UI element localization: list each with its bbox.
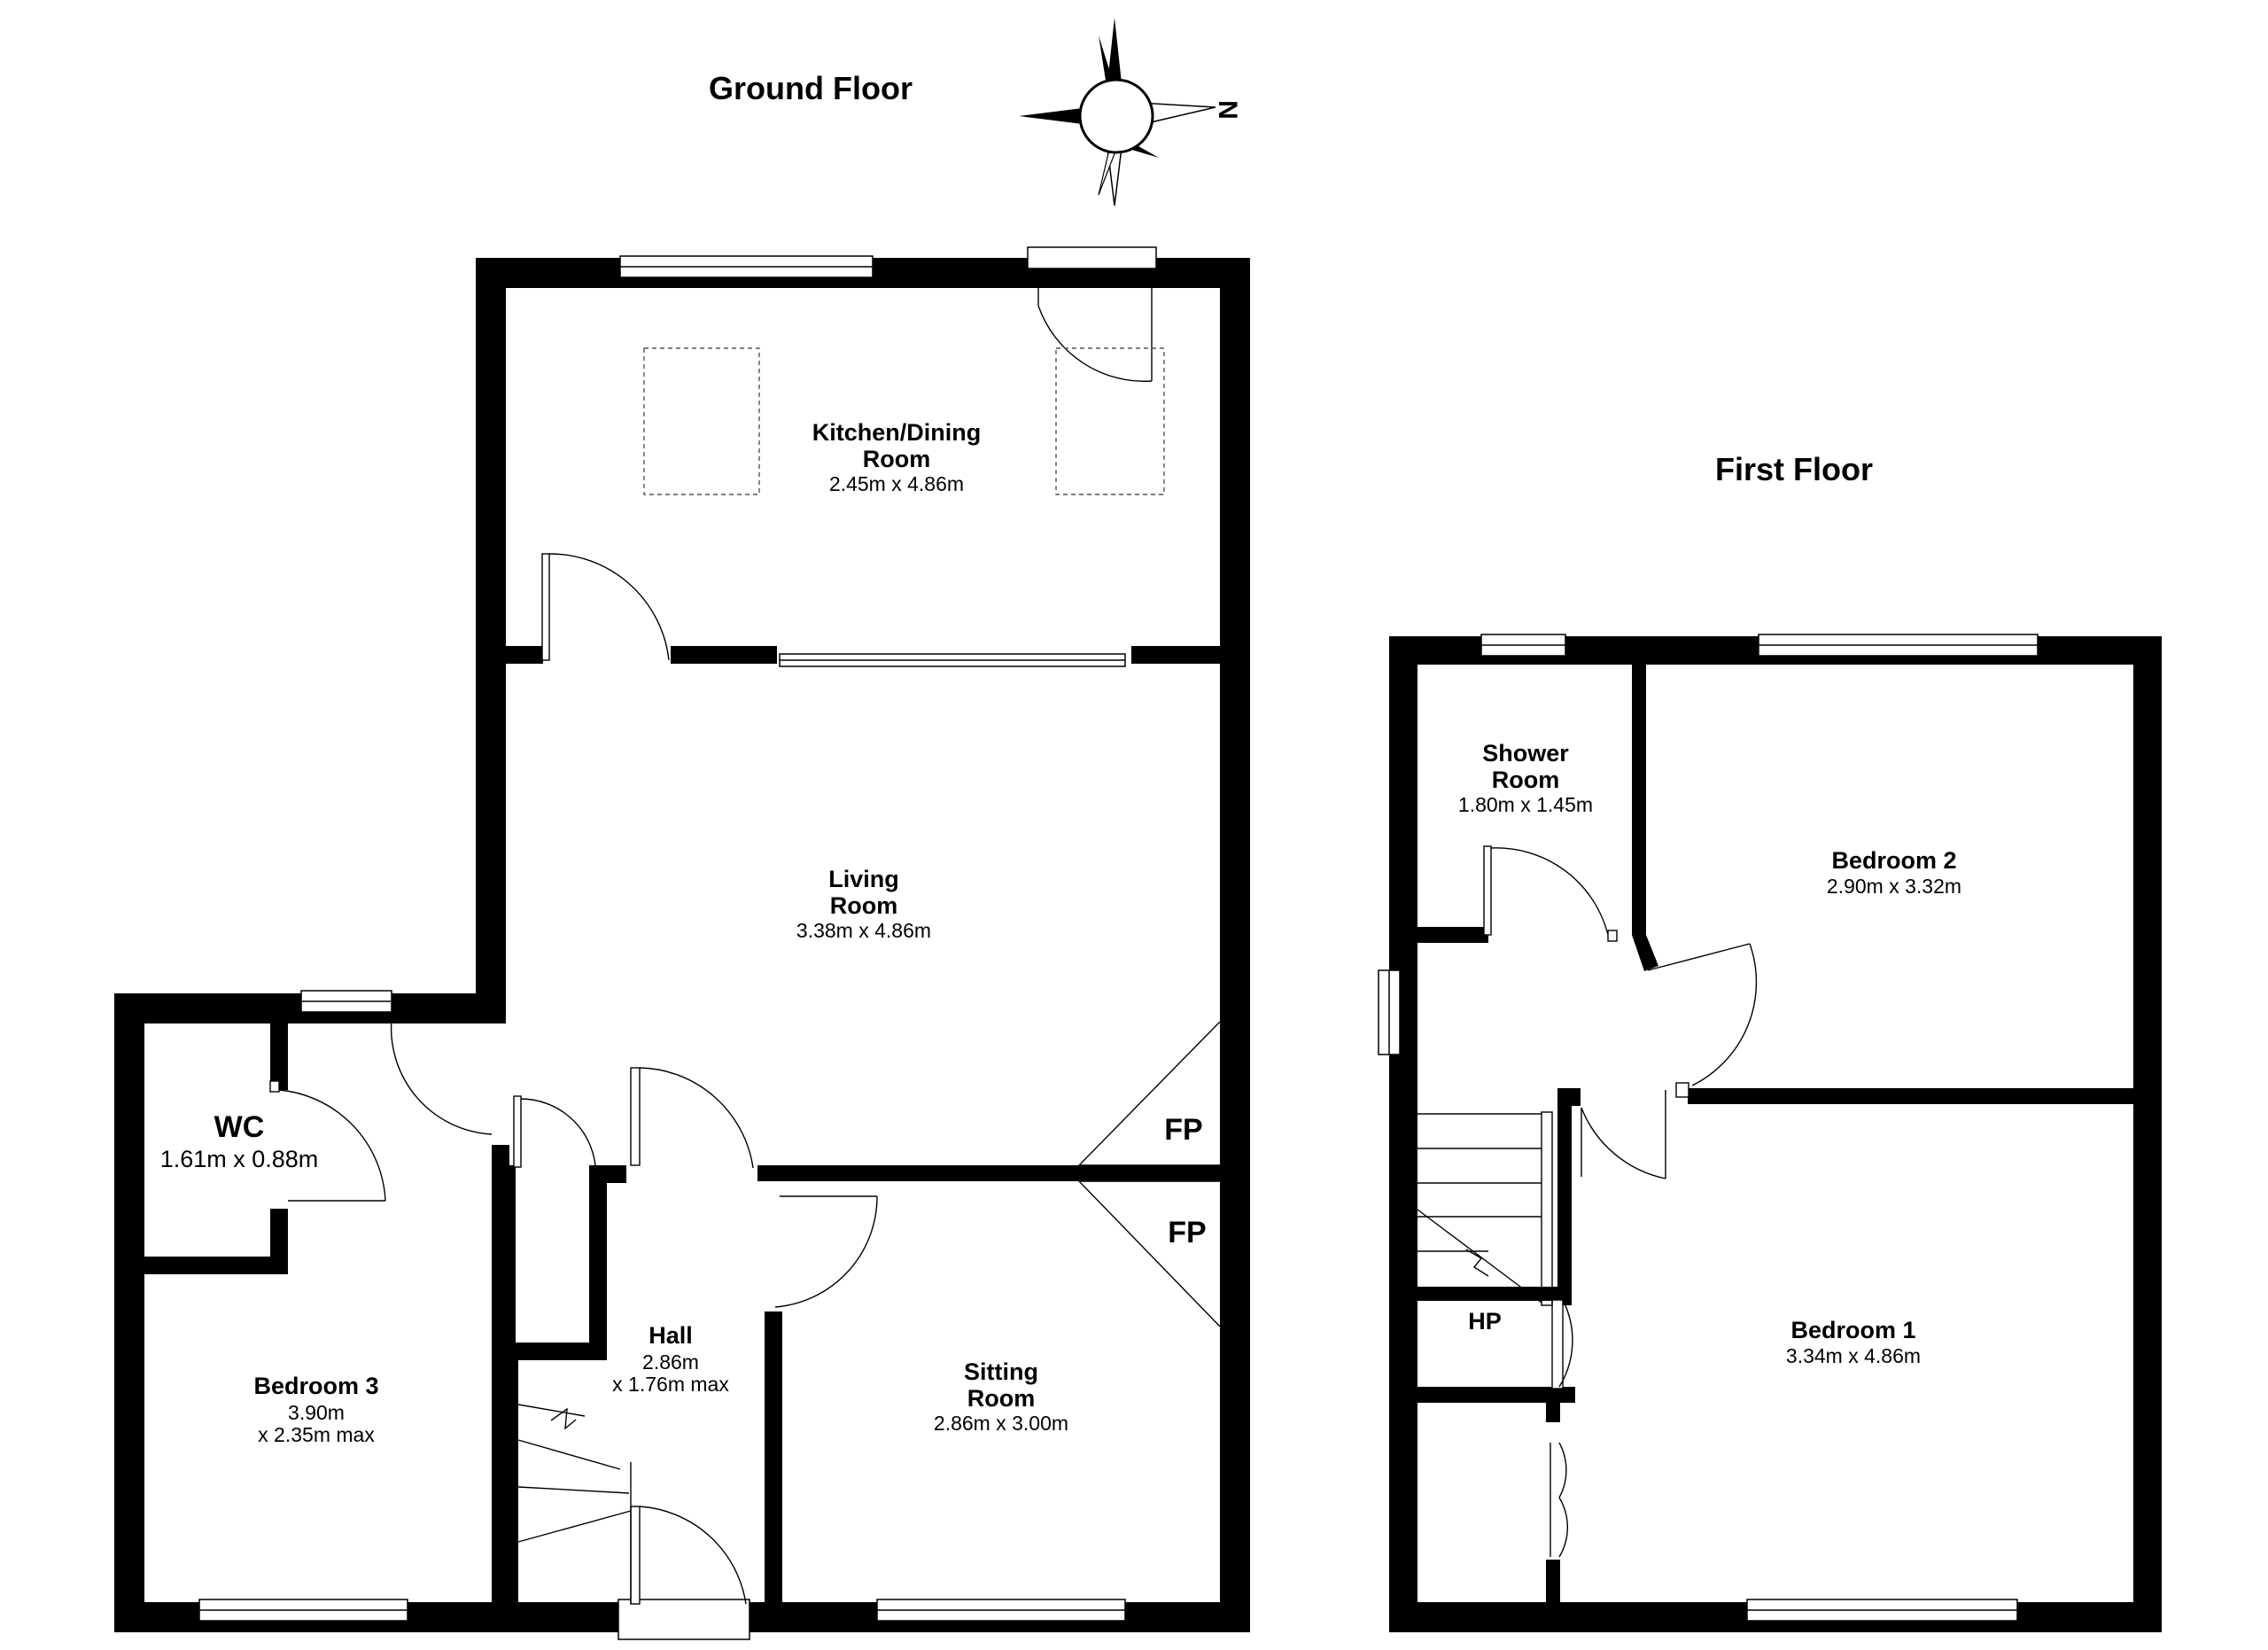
- svg-text:Bedroom 2: Bedroom 2: [1831, 847, 1956, 874]
- fireplace-living: [1077, 1021, 1221, 1166]
- room-kitchen-dining: Kitchen/Dining Room 2.45m x 4.86m: [812, 419, 982, 495]
- svg-text:2.86m: 2.86m: [642, 1350, 699, 1374]
- room-hall: Hall 2.86m x 1.76m max: [612, 1322, 729, 1396]
- first-floor-stairs: [1417, 1111, 1553, 1306]
- svg-text:x 1.76m max: x 1.76m max: [612, 1373, 729, 1396]
- fireplace-sitting-label: FP: [1168, 1216, 1206, 1249]
- heat-pump-label: HP: [1468, 1308, 1502, 1335]
- svg-text:Hall: Hall: [649, 1322, 693, 1349]
- svg-text:Shower: Shower: [1482, 740, 1569, 767]
- svg-text:WC: WC: [214, 1110, 265, 1144]
- svg-text:Bedroom 1: Bedroom 1: [1790, 1317, 1915, 1343]
- skylight-right: [1055, 347, 1165, 495]
- svg-text:3.38m x 4.86m: 3.38m x 4.86m: [796, 919, 931, 942]
- svg-text:Room: Room: [967, 1385, 1036, 1412]
- fireplace-living-label: FP: [1164, 1113, 1202, 1147]
- svg-text:Kitchen/Dining: Kitchen/Dining: [812, 419, 982, 446]
- svg-text:Living: Living: [828, 866, 899, 892]
- svg-text:x 2.35m max: x 2.35m max: [258, 1423, 375, 1446]
- svg-text:2.86m x 3.00m: 2.86m x 3.00m: [934, 1412, 1068, 1435]
- fireplace-sitting: [1077, 1180, 1221, 1327]
- svg-text:1.80m x 1.45m: 1.80m x 1.45m: [1458, 793, 1593, 816]
- first-floor-heading: First Floor: [1715, 451, 1873, 487]
- skylight-left: [643, 347, 760, 495]
- svg-text:2.45m x 4.86m: 2.45m x 4.86m: [829, 472, 964, 495]
- first-floor-walls: [1389, 636, 2162, 1632]
- ground-floor-stairs: [517, 1404, 632, 1604]
- svg-text:2.90m x 3.32m: 2.90m x 3.32m: [1827, 875, 1961, 898]
- svg-text:Room: Room: [830, 892, 898, 919]
- ground-floor-windows: [198, 246, 1157, 1640]
- svg-text:1.61m x 0.88m: 1.61m x 0.88m: [160, 1146, 319, 1172]
- svg-text:3.90m: 3.90m: [288, 1401, 345, 1424]
- ground-floor-doors: [269, 269, 1153, 1605]
- room-bedroom-3: Bedroom 3 3.90m x 2.35m max: [253, 1373, 378, 1446]
- room-wc: WC 1.61m x 0.88m: [160, 1110, 319, 1172]
- ground-floor-heading: Ground Floor: [709, 70, 913, 106]
- svg-text:Bedroom 3: Bedroom 3: [253, 1373, 378, 1399]
- svg-text:Room: Room: [1492, 767, 1560, 793]
- room-sitting: Sitting Room 2.86m x 3.00m: [934, 1358, 1068, 1435]
- svg-text:3.34m x 4.86m: 3.34m x 4.86m: [1786, 1344, 1921, 1367]
- room-bedroom-2: Bedroom 2 2.90m x 3.32m: [1827, 847, 1961, 898]
- first-floor-doors: [1483, 845, 1758, 1558]
- compass-icon: N: [1019, 18, 1242, 206]
- compass-north-label: N: [1213, 100, 1242, 120]
- svg-text:Sitting: Sitting: [964, 1358, 1038, 1385]
- first-floor-windows: [1378, 634, 2039, 1622]
- room-living: Living Room 3.38m x 4.86m: [796, 866, 931, 942]
- room-bedroom-1: Bedroom 1 3.34m x 4.86m: [1786, 1317, 1921, 1367]
- svg-text:Room: Room: [863, 446, 931, 472]
- room-shower: Shower Room 1.80m x 1.45m: [1458, 740, 1593, 816]
